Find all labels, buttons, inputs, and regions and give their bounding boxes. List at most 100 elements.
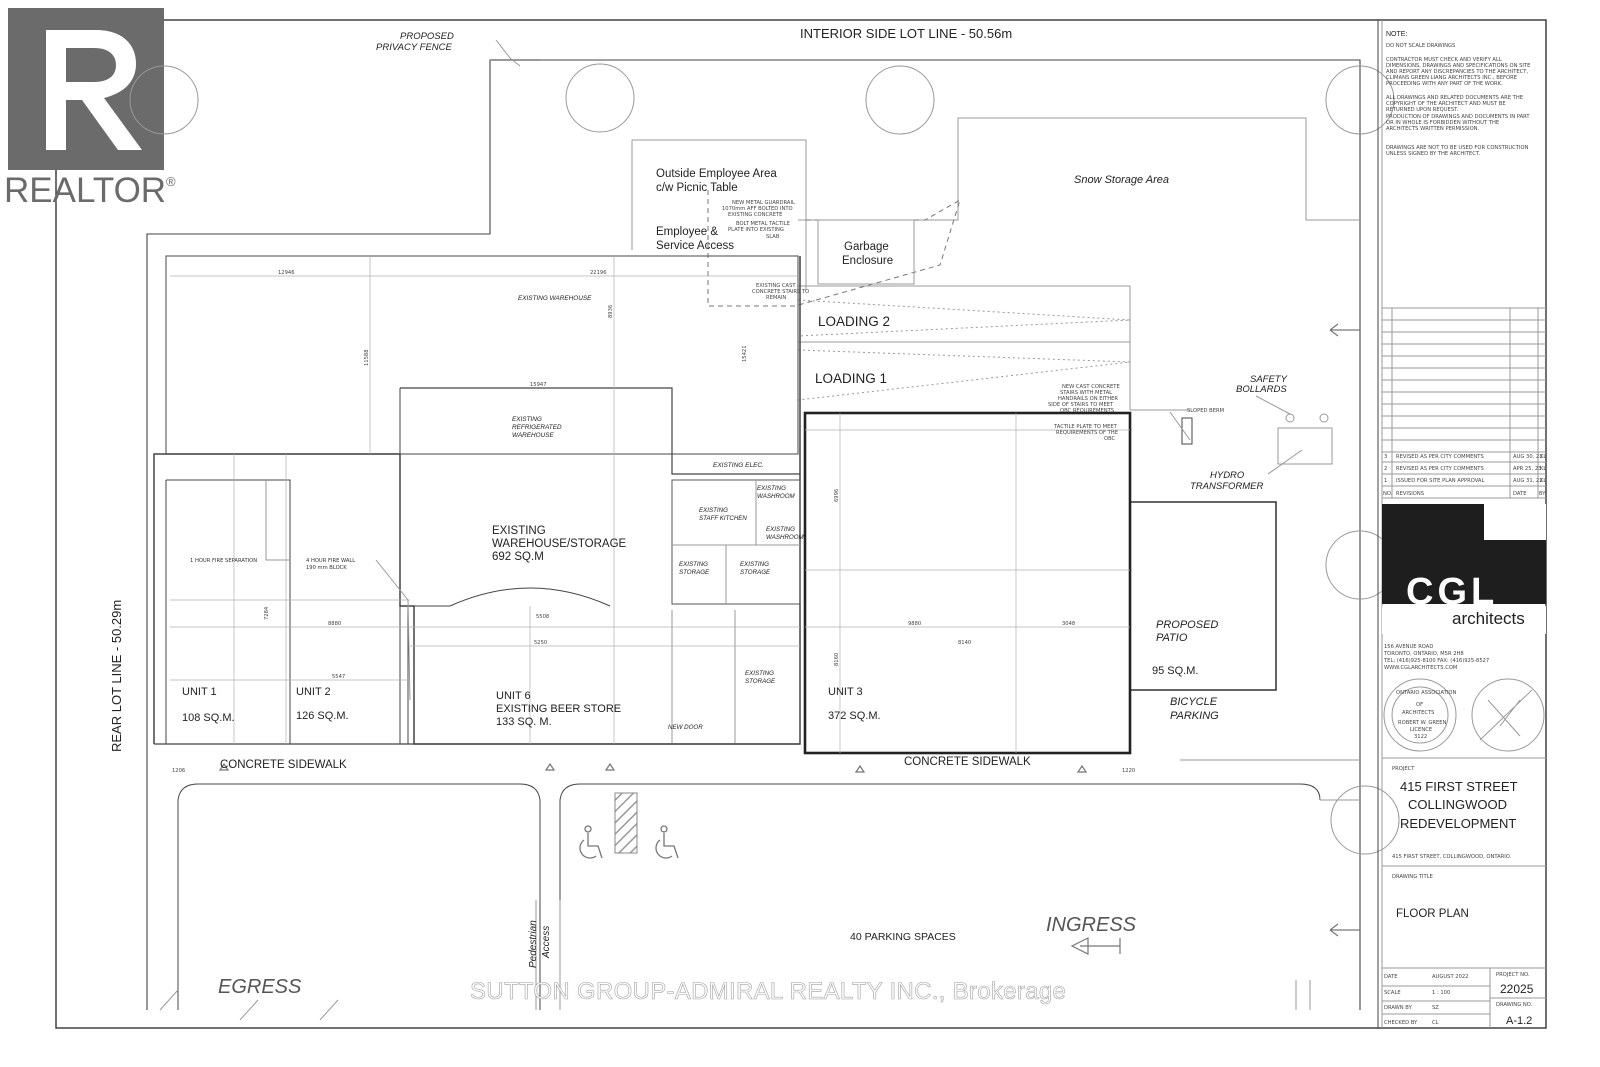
svg-text:11588: 11588 <box>364 349 370 366</box>
warehouse-storage-label-3: 692 SQ.M <box>492 551 544 563</box>
outside-employee-label-2: c/w Picnic Table <box>656 182 738 194</box>
note-new-stairs-2: STAIRS WITH METAL <box>1060 390 1112 396</box>
project-address: 415 FIRST STREET, COLLINGWOOD, ONTARIO. <box>1392 854 1512 860</box>
svg-text:22196: 22196 <box>590 270 607 276</box>
note-new-stairs-3: HANDRAILS ON EITHER <box>1058 396 1118 402</box>
svg-text:DRAWING NO.: DRAWING NO. <box>1496 1002 1533 1008</box>
site-labels: INTERIOR SIDE LOT LINE - 50.56m REAR LOT… <box>109 26 1288 998</box>
revision-table: 3 REVISED AS PER CITY COMMENTS AUG 30, 2… <box>1382 307 1546 499</box>
realtor-registered-mark: ® <box>166 174 176 189</box>
svg-text:PROCEEDING WITH ANY PART OF TH: PROCEEDING WITH ANY PART OF THE WORK. <box>1386 81 1503 87</box>
svg-text:SCALE: SCALE <box>1384 990 1401 996</box>
svg-text:REVISED AS PER CITY COMMENTS: REVISED AS PER CITY COMMENTS <box>1396 454 1484 460</box>
svg-text:APR 25, 23: APR 25, 23 <box>1513 466 1541 472</box>
svg-text:ARCHITECTS: ARCHITECTS <box>1402 710 1434 716</box>
cgl-logo-icon: CGL architects <box>1382 504 1546 634</box>
cgl-architects-word: architects <box>1452 609 1525 628</box>
note-stairs-3: REMAIN <box>766 295 786 301</box>
refrigerated-label-2: REFRIGERATED <box>512 424 562 431</box>
patio-label-1: PROPOSED <box>1156 619 1218 631</box>
note-guardrail-2: 1070mm AFF BOLTED INTO <box>722 206 793 212</box>
unit-6-name: EXISTING BEER STORE <box>496 703 621 715</box>
drawing-border <box>55 19 1547 1029</box>
note-new-stairs-5: OBC REQUIREMENTS <box>1060 408 1114 414</box>
svg-text:8936: 8936 <box>608 305 614 318</box>
snow-storage-label: Snow Storage Area <box>1074 174 1169 186</box>
rear-lot-line-label: REAR LOT LINE - 50.29m <box>109 600 124 752</box>
privacy-fence-label-1: PROPOSED <box>400 31 454 42</box>
structural-grid <box>170 256 1130 753</box>
storage-c-label-1: EXISTING <box>745 670 774 677</box>
architect-seal-icon: ONTARIO ASSOCIATION OF ARCHITECTS ROBERT… <box>1383 678 1457 752</box>
note-tactile-3: SLAB <box>766 234 780 240</box>
fire-wall-label-1: 4 HOUR FIRE WALL <box>306 558 355 564</box>
construction-notes: NEW METAL GUARDRAIL 1070mm AFF BOLTED IN… <box>722 200 1224 442</box>
svg-text:ROBERT W. GREEN: ROBERT W. GREEN <box>1398 720 1447 726</box>
svg-text:AND REPORT ANY DISCREPANCIES T: AND REPORT ANY DISCREPANCIES TO THE ARCH… <box>1386 69 1528 75</box>
svg-text:PROJECT NO.: PROJECT NO. <box>1496 972 1530 978</box>
svg-text:1206: 1206 <box>172 768 185 774</box>
unit-6-area: 133 SQ. M. <box>496 716 552 728</box>
svg-text:3122: 3122 <box>1414 734 1427 740</box>
svg-text:WWW.CGLARCHITECTS.COM: WWW.CGLARCHITECTS.COM <box>1384 665 1457 671</box>
svg-text:DIMENSIONS, DRAWINGS AND SPECI: DIMENSIONS, DRAWINGS AND SPECIFICATIONS … <box>1386 63 1530 69</box>
patio-label-2: PATIO <box>1156 632 1188 644</box>
interior-lot-line-label: INTERIOR SIDE LOT LINE - 50.56m <box>800 26 1012 41</box>
svg-text:1 : 100: 1 : 100 <box>1432 990 1450 996</box>
svg-text:9880: 9880 <box>908 621 921 627</box>
unit-3-label: UNIT 3 <box>828 686 863 698</box>
trees <box>129 63 1400 855</box>
svg-text:ARCHITECTS WRITTEN PERMISSION.: ARCHITECTS WRITTEN PERMISSION. <box>1386 126 1480 132</box>
svg-text:2: 2 <box>1384 466 1387 472</box>
hydro-label-1: HYDRO <box>1210 470 1245 481</box>
svg-text:ALL DRAWINGS AND RELATED DOCUM: ALL DRAWINGS AND RELATED DOCUMENTS ARE T… <box>1386 95 1523 101</box>
realtor-wordmark: REALTOR <box>4 171 166 210</box>
sidewalk-left-label: CONCRETE SIDEWALK <box>220 759 347 771</box>
building-walls <box>153 255 1277 755</box>
svg-text:AUG 31, 22: AUG 31, 22 <box>1513 478 1543 484</box>
realtor-logo-icon: REALTOR ® <box>4 8 176 210</box>
svg-text:AUGUST 2022: AUGUST 2022 <box>1432 974 1468 980</box>
note-tactile-1: BOLT METAL TACTILE <box>736 221 790 227</box>
accessible-parking-icon <box>579 825 679 859</box>
note-heading: NOTE: <box>1386 31 1407 38</box>
svg-text:UNLESS SIGNED BY THE ARCHITECT: UNLESS SIGNED BY THE ARCHITECT. <box>1386 151 1480 157</box>
svg-text:OF: OF <box>1416 702 1423 708</box>
unit-1-area: 108 SQ.M. <box>182 712 235 724</box>
note-tactile-plate-3: OBC <box>1104 436 1116 442</box>
storage-a-label-1: EXISTING <box>679 561 708 568</box>
employee-service-label-2: Service Access <box>656 240 734 252</box>
pedestrian-label-1: Pedestrian <box>528 920 539 968</box>
note-tactile-2: PLATE INTO EXISTING <box>728 227 784 233</box>
svg-text:ONTARIO ASSOCIATION: ONTARIO ASSOCIATION <box>1396 690 1456 696</box>
loading-2-label: LOADING 2 <box>818 314 890 329</box>
project-number: 22025 <box>1500 982 1534 996</box>
svg-text:6996: 6996 <box>834 489 840 502</box>
svg-text:8880: 8880 <box>328 621 341 627</box>
note-sloped-berm: SLOPED BERM <box>1187 408 1224 414</box>
unit-1-label: UNIT 1 <box>182 686 217 698</box>
note-tactile-plate-2: REQUIREMENTS OF THE <box>1056 430 1118 436</box>
snow-storage-outline <box>798 117 1360 221</box>
svg-text:LICENCE: LICENCE <box>1410 727 1432 733</box>
svg-text:COPYRIGHT OF THE ARCHITECT AND: COPYRIGHT OF THE ARCHITECT AND MUST BE <box>1386 101 1506 107</box>
svg-text:CLIMANS GREEN LIANG ARCHITECTS: CLIMANS GREEN LIANG ARCHITECTS INC., BEF… <box>1386 75 1517 81</box>
note-stairs-2: CONCRETE STAIRS TO <box>752 289 809 295</box>
unit-2-area: 126 SQ.M. <box>296 710 349 722</box>
title-block: NOTE: DO NOT SCALE DRAWINGS CONTRACTOR M… <box>1377 20 1546 1028</box>
svg-text:1220: 1220 <box>1122 768 1135 774</box>
note-stairs-1: EXISTING CAST <box>756 283 796 289</box>
property-lines <box>146 39 1361 1010</box>
svg-text:NO.: NO. <box>1383 491 1393 497</box>
svg-text:KL: KL <box>1540 454 1546 460</box>
bicycle-label-1: BICYCLE <box>1170 696 1218 708</box>
employee-service-label-1: Employee & <box>656 226 718 238</box>
patio-area-label: 95 SQ.M. <box>1152 665 1198 677</box>
svg-text:TORONTO, ONTARIO, M5R 2H8: TORONTO, ONTARIO, M5R 2H8 <box>1383 651 1464 657</box>
svg-text:8140: 8140 <box>958 640 971 646</box>
dimension-labels: 12946 22196 11588 15421 15947 8936 6996 … <box>172 270 1135 774</box>
storage-c-label-2: STORAGE <box>745 678 776 685</box>
sidewalk-and-curbs <box>159 759 1360 1021</box>
washroom-1-label-2: WASHROOM <box>757 493 796 500</box>
svg-text:RETURNED UPON REQUEST.: RETURNED UPON REQUEST. <box>1386 107 1459 113</box>
